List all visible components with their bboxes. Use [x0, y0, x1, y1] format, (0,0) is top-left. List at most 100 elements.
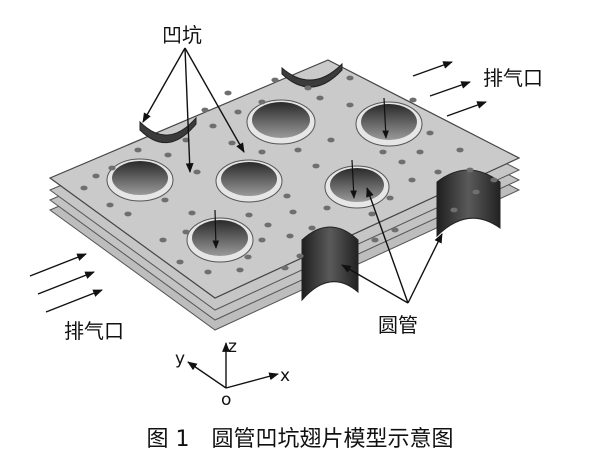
- dimple: [244, 254, 252, 260]
- flow-arrow: [446, 101, 487, 117]
- figure-caption: 图 1 圆管凹坑翅片模型示意图: [147, 427, 454, 452]
- half-tubes-front: [301, 169, 501, 302]
- dimple-arrow: [184, 47, 194, 173]
- centre-arrow: [212, 209, 220, 249]
- tube-arrow: [366, 187, 409, 304]
- half-tube-front: [436, 169, 501, 238]
- inlet-flow-arrows: [29, 253, 103, 313]
- tube-arrow: [407, 233, 443, 304]
- tube-hole: [355, 101, 423, 147]
- centre-arrow: [382, 97, 389, 139]
- dimple-label: 凹坑: [162, 23, 202, 47]
- origin-label: o: [221, 390, 231, 410]
- tube-hole: [215, 159, 283, 203]
- tube-hole: [106, 158, 174, 202]
- flow-arrow: [37, 271, 95, 295]
- dimple: [434, 169, 442, 175]
- dimple: [176, 259, 184, 265]
- dimple: [379, 149, 387, 155]
- dimple: [283, 193, 291, 199]
- tube-label: 圆管: [378, 313, 418, 337]
- dimple: [193, 169, 201, 175]
- half-tubes-back: [139, 62, 343, 144]
- half-tube-front: [301, 226, 359, 302]
- dimple: [312, 163, 320, 169]
- dimple: [286, 233, 294, 239]
- dimple: [245, 212, 253, 218]
- dimple: [346, 102, 354, 108]
- tube-hole: [186, 217, 254, 263]
- exhaust-inlet-label: 排气口: [64, 319, 124, 343]
- dimple: [308, 225, 316, 231]
- dimple: [258, 149, 266, 155]
- exhaust-outlet-label: 排气口: [483, 66, 543, 90]
- dimple: [490, 177, 498, 183]
- dimple: [346, 75, 354, 81]
- y-axis-label: y: [175, 349, 185, 369]
- dimple: [398, 159, 406, 165]
- dimple: [304, 85, 312, 91]
- dimple: [386, 195, 394, 201]
- dimple-arrow: [184, 47, 245, 153]
- dimple: [391, 227, 399, 233]
- dimples: [80, 75, 498, 275]
- dimple: [258, 237, 266, 243]
- dimple: [124, 211, 132, 217]
- dimple: [327, 137, 335, 143]
- dimple: [323, 205, 331, 211]
- tube-hole: [324, 165, 390, 209]
- z-axis-label: z: [228, 337, 237, 357]
- dimple: [201, 107, 209, 113]
- tube-hole: [246, 99, 316, 145]
- annotation-arrows: [142, 47, 443, 304]
- outlet-flow-arrows: [412, 61, 487, 117]
- half-tube: [281, 62, 343, 88]
- dimple: [466, 167, 474, 173]
- dimple: [224, 90, 232, 96]
- dimple: [106, 202, 114, 208]
- centre-arrow: [350, 159, 357, 199]
- dimple: [108, 165, 116, 171]
- flow-arrow: [45, 289, 103, 313]
- dimple: [92, 173, 100, 179]
- dimple: [296, 253, 304, 259]
- dimple: [456, 147, 464, 153]
- dimple: [409, 97, 417, 103]
- dimple: [161, 197, 169, 203]
- dimple: [228, 140, 236, 146]
- dimple: [408, 177, 416, 183]
- tube-arrow: [341, 264, 409, 304]
- dimple: [426, 130, 434, 136]
- dimple: [182, 137, 190, 143]
- flow-arrow: [429, 81, 471, 97]
- dimple: [204, 269, 212, 275]
- dimple-arrow: [142, 47, 186, 123]
- x-axis-label: x: [280, 366, 290, 386]
- dimple: [236, 267, 244, 273]
- dimple: [289, 209, 297, 215]
- dimple: [294, 147, 302, 153]
- dimple: [371, 237, 379, 243]
- flow-arrow: [412, 61, 453, 77]
- dimple: [80, 185, 88, 191]
- coordinate-axes: z y x o: [175, 337, 290, 410]
- tube-holes: [106, 99, 423, 263]
- dimple: [271, 77, 279, 83]
- half-tube: [139, 116, 197, 144]
- flow-arrow: [29, 253, 87, 277]
- dimple: [234, 109, 242, 115]
- dimple: [281, 265, 289, 271]
- dimple: [134, 147, 142, 153]
- dimple: [258, 99, 266, 105]
- dimple: [316, 95, 324, 101]
- dimple: [450, 207, 458, 213]
- x-axis: [225, 372, 279, 389]
- dimple: [182, 229, 190, 235]
- dimple: [264, 222, 272, 228]
- dimple: [472, 189, 480, 195]
- dimple: [368, 211, 376, 217]
- y-axis: [187, 361, 227, 389]
- dimple: [209, 123, 217, 129]
- dimple: [188, 210, 196, 216]
